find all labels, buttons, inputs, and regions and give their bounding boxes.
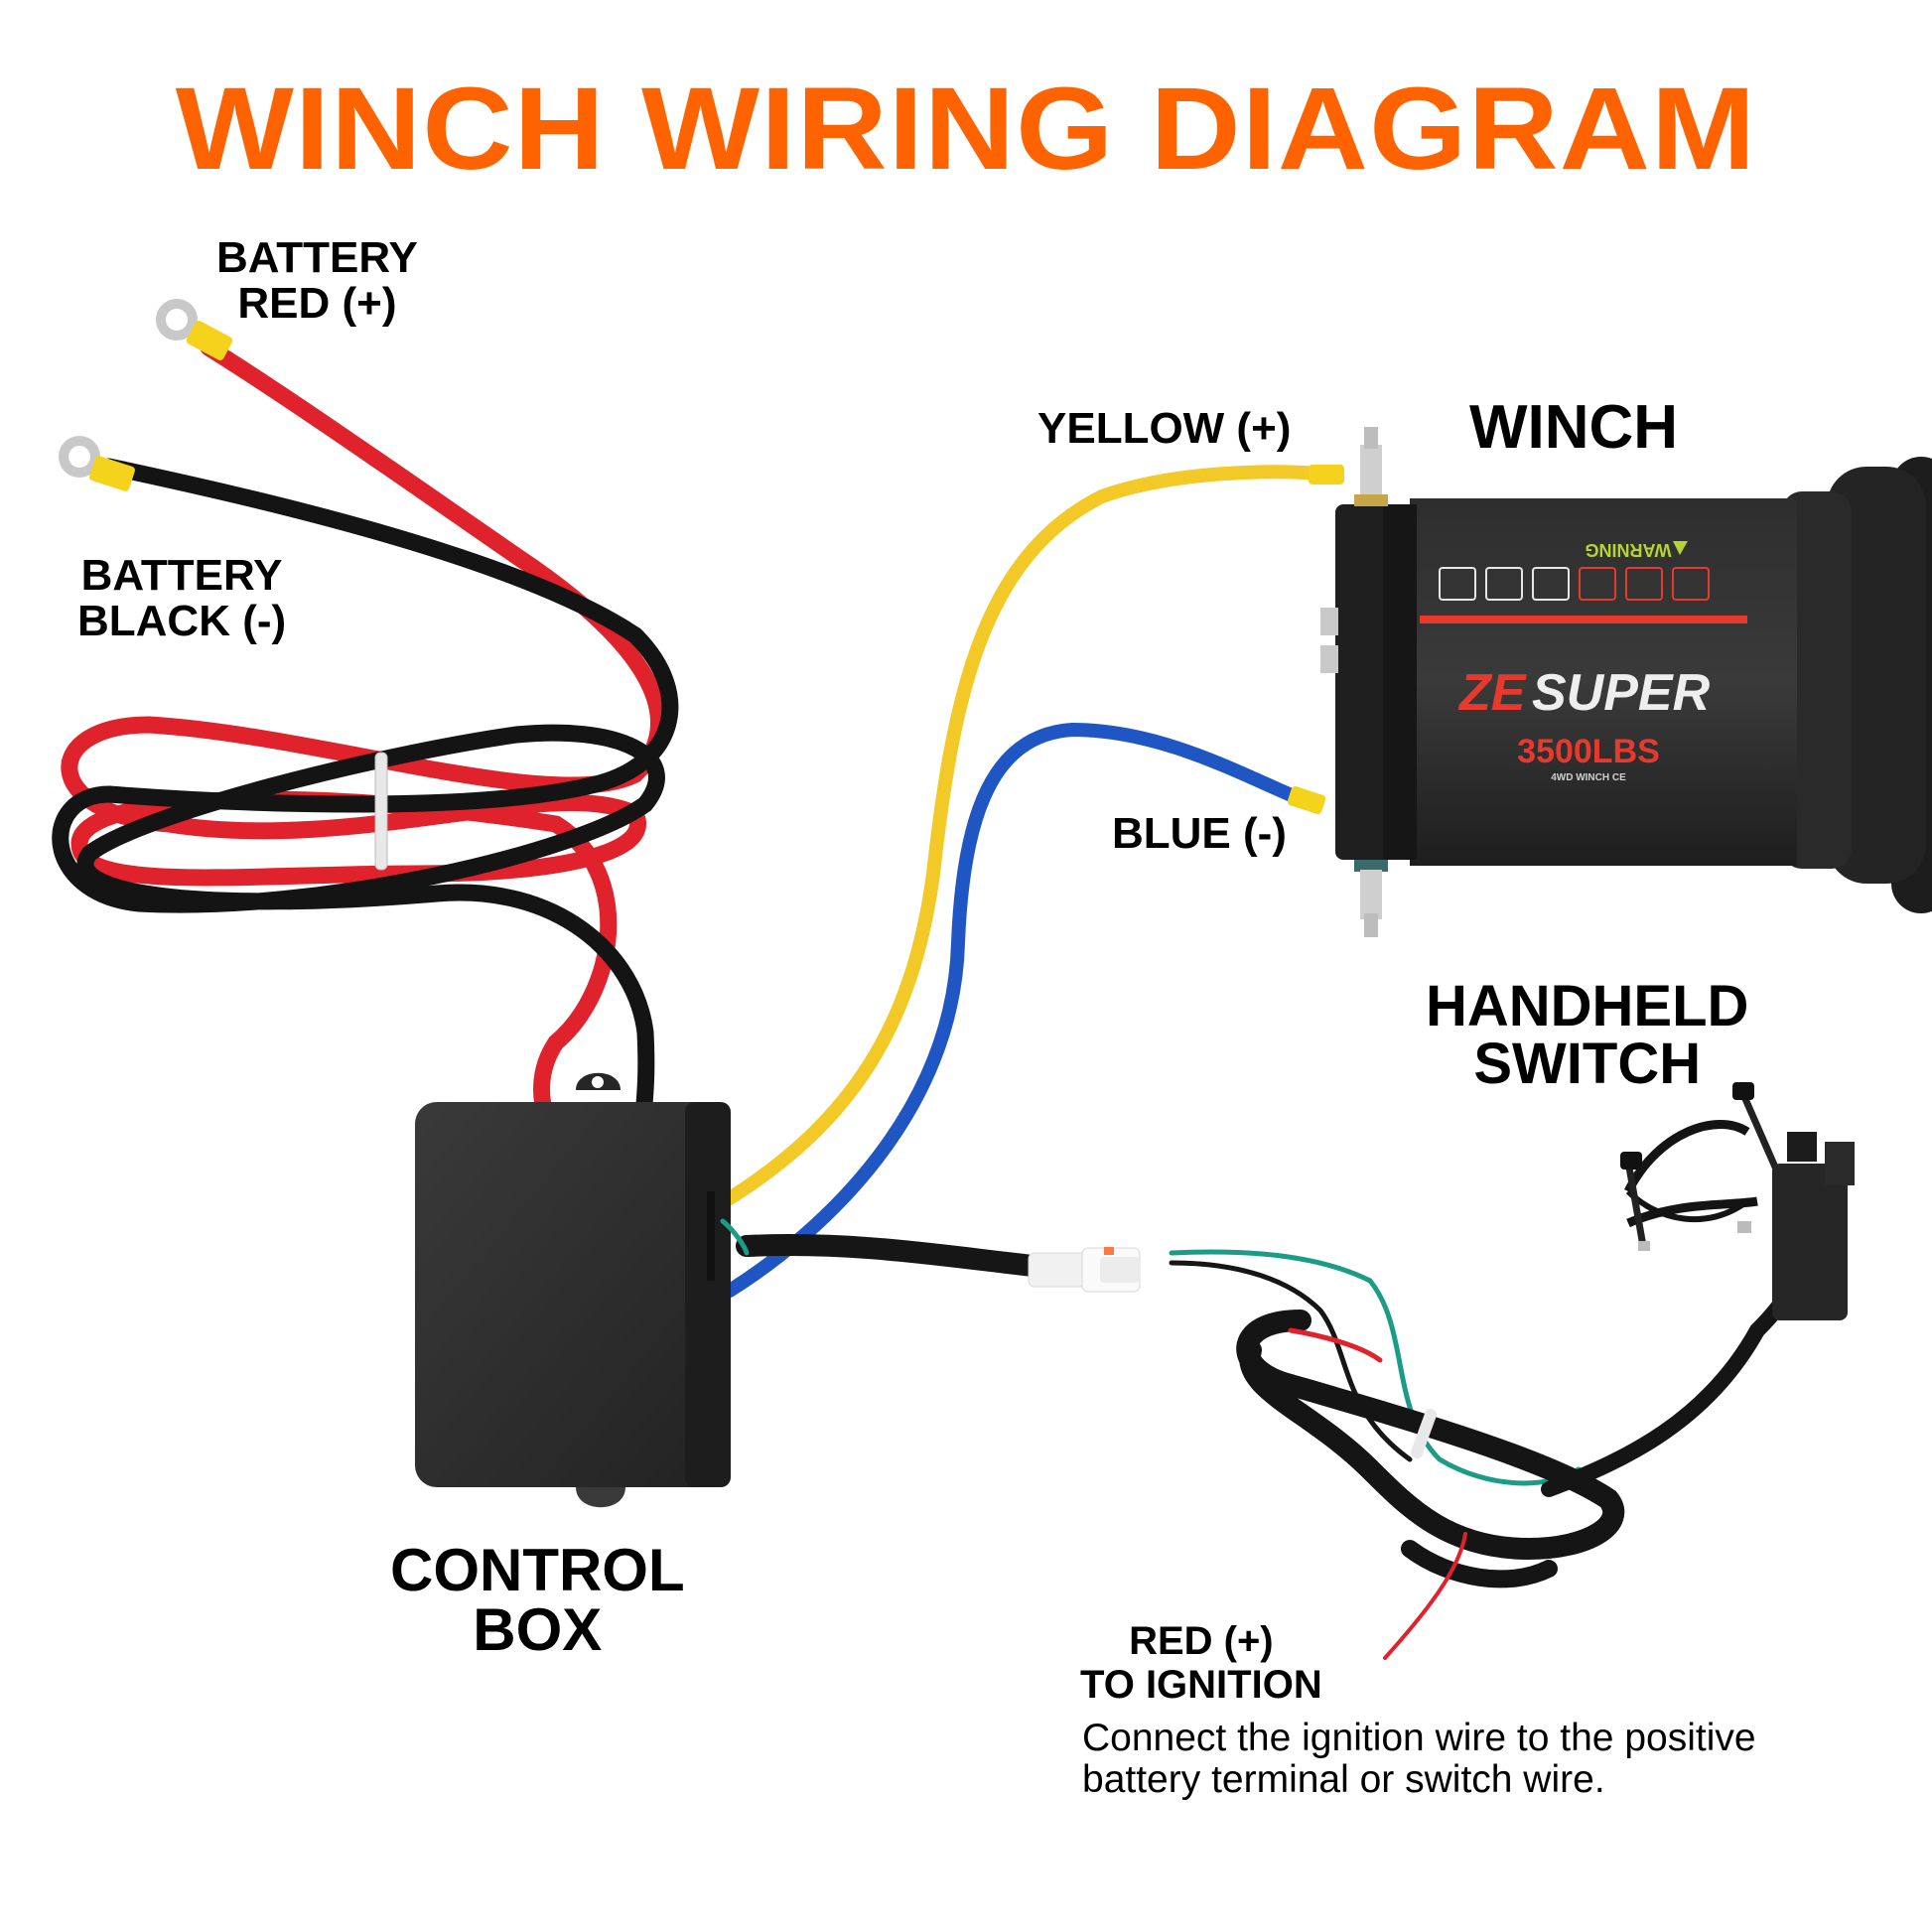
- winch-label: WINCH: [1469, 393, 1679, 462]
- positive-terminal-icon: [1354, 427, 1388, 506]
- blue-crimp-icon: [1287, 785, 1326, 815]
- control-box-label-line2: BOX: [473, 1596, 603, 1663]
- handheld-switch-label: HANDHELD SWITCH: [1426, 978, 1748, 1093]
- battery-black-wire: [52, 458, 679, 1126]
- ignition-instruction-note: Connect the ignition wire to the positiv…: [1082, 1717, 1756, 1802]
- motor-wires: [718, 465, 1344, 1298]
- svg-text:SUPER: SUPER: [1532, 664, 1711, 722]
- winch-warning-text: WARNING: [1586, 540, 1672, 560]
- warning-pictograms: [1439, 567, 1710, 601]
- white-connector-icon: [1028, 1247, 1141, 1293]
- blue-wire: [723, 722, 1308, 1298]
- negative-terminal-icon: [1354, 860, 1388, 937]
- black-ring-terminal-icon: [59, 436, 135, 491]
- note-line2: battery terminal or switch wire.: [1082, 1758, 1605, 1802]
- control-box-device: [415, 1072, 731, 1508]
- switch-signal-cable: [720, 1218, 1582, 1486]
- brand-logo: ZE SUPER: [1457, 664, 1711, 722]
- yellow-wire: [718, 465, 1337, 1208]
- winch-device: WARNING ZE SUPER 3500LBS 4WD WINCH CE: [1320, 427, 1932, 937]
- control-box-label-line1: CONTROL: [390, 1537, 685, 1603]
- battery-black-label-line1: BATTERY: [80, 551, 283, 600]
- handheld-switch-label-line1: HANDHELD: [1426, 974, 1749, 1038]
- battery-red-label-line2: RED (+): [237, 279, 397, 328]
- svg-text:ZE: ZE: [1457, 664, 1527, 722]
- battery-black-label: BATTERY BLACK (-): [77, 554, 286, 643]
- blue-wire-label: BLUE (-): [1112, 809, 1287, 858]
- ignition-label-line1: RED (+): [1129, 1619, 1274, 1663]
- decal-red-stripe: [1420, 616, 1747, 623]
- control-box-label: CONTROL BOX: [390, 1541, 685, 1660]
- battery-red-label: BATTERY RED (+): [216, 236, 418, 326]
- battery-red-label-line1: BATTERY: [216, 233, 418, 282]
- handheld-switch-device: [1620, 1082, 1855, 1320]
- winch-capacity: 3500LBS: [1517, 733, 1660, 770]
- ignition-label: RED (+) TO IGNITION: [1080, 1621, 1322, 1705]
- handheld-switch-label-line2: SWITCH: [1473, 1032, 1702, 1096]
- battery-cable-bundle: [52, 299, 679, 1126]
- yellow-crimp-icon: [1309, 465, 1344, 484]
- battery-black-label-line2: BLACK (-): [77, 597, 287, 645]
- cable-tie-icon: [1410, 1408, 1438, 1459]
- winch-subtitle: 4WD WINCH CE: [1551, 772, 1626, 783]
- red-ring-terminal-icon: [156, 299, 233, 360]
- ignition-label-line2: TO IGNITION: [1080, 1663, 1322, 1707]
- yellow-wire-label: YELLOW (+): [1037, 404, 1292, 453]
- diagram-title: WINCH WIRING DIAGRAM: [175, 64, 1757, 195]
- cable-tie-icon: [374, 752, 388, 871]
- note-line1: Connect the ignition wire to the positiv…: [1082, 1717, 1756, 1759]
- battery-red-wire: [61, 339, 668, 1126]
